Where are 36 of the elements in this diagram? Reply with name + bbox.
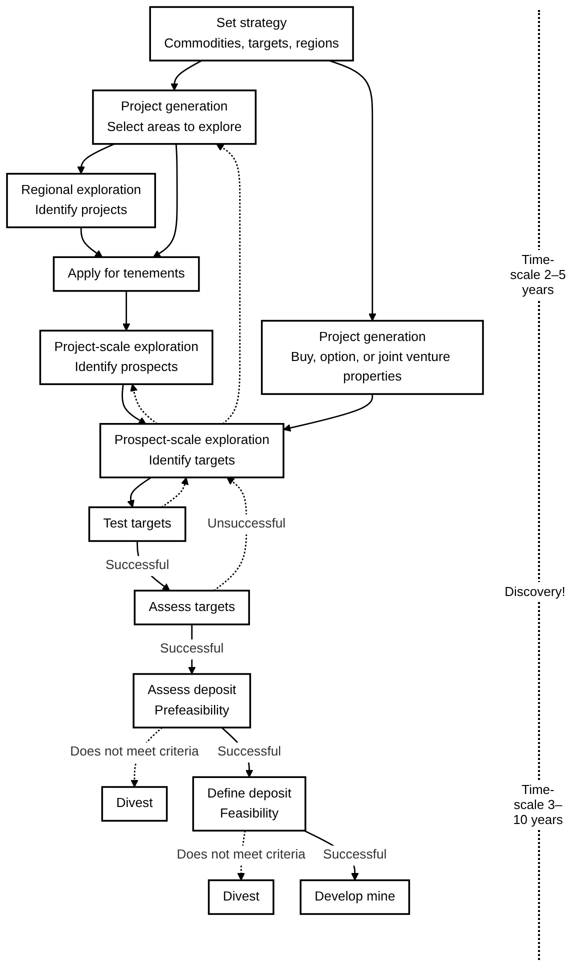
flowchart: Successful Unsuccessful Successful Does not meet criteria Successful Does not meet criteria Successful Set strategy Commodities, targets, regions Project generation Select areas to explore Project generation Buy, option, or joint venture properties Regional exploration Identify projects Apply for tenements Project-scale exploration Identify prospects Prospect-scale exploration Identify targets Test targets Assess targets Assess deposit Prefeasibility Divest Define deposit Feasibility Divest Develop mine [0,0,490,922]
arrow [80,227,103,258]
node-box [99,423,284,478]
node-box [92,90,257,145]
edge-label: Successful [217,744,282,760]
arrow [328,60,376,322]
node-box [149,6,354,62]
node-box [300,879,410,915]
arrow [170,60,202,91]
edge-label: Does not meet criteria [176,847,306,862]
node-box [52,256,200,292]
timescale-label: Time- scale 2–5 years [510,250,566,299]
node-box [208,879,274,915]
node-box [39,330,214,386]
arrow [161,477,189,508]
arrow [77,143,115,174]
node-box [260,320,484,395]
edge-label: Unsuccessful [207,516,286,531]
arrow [130,384,158,424]
arrow [283,394,374,432]
arrow [127,476,152,508]
node-box [88,506,186,542]
edge-label: Successful [105,558,170,573]
node-box [192,776,306,832]
arrow [122,384,146,424]
edge-label: Does not meet criteria [70,744,199,760]
node-box [134,590,250,626]
arrow [122,290,130,331]
node-box [6,172,156,228]
edge-label: Successful [160,641,224,656]
arrow [216,144,241,424]
node-box [101,786,168,822]
node-box [132,673,252,728]
arrow [214,477,248,592]
edge-label: Successful [323,847,387,862]
arrow [152,144,178,258]
